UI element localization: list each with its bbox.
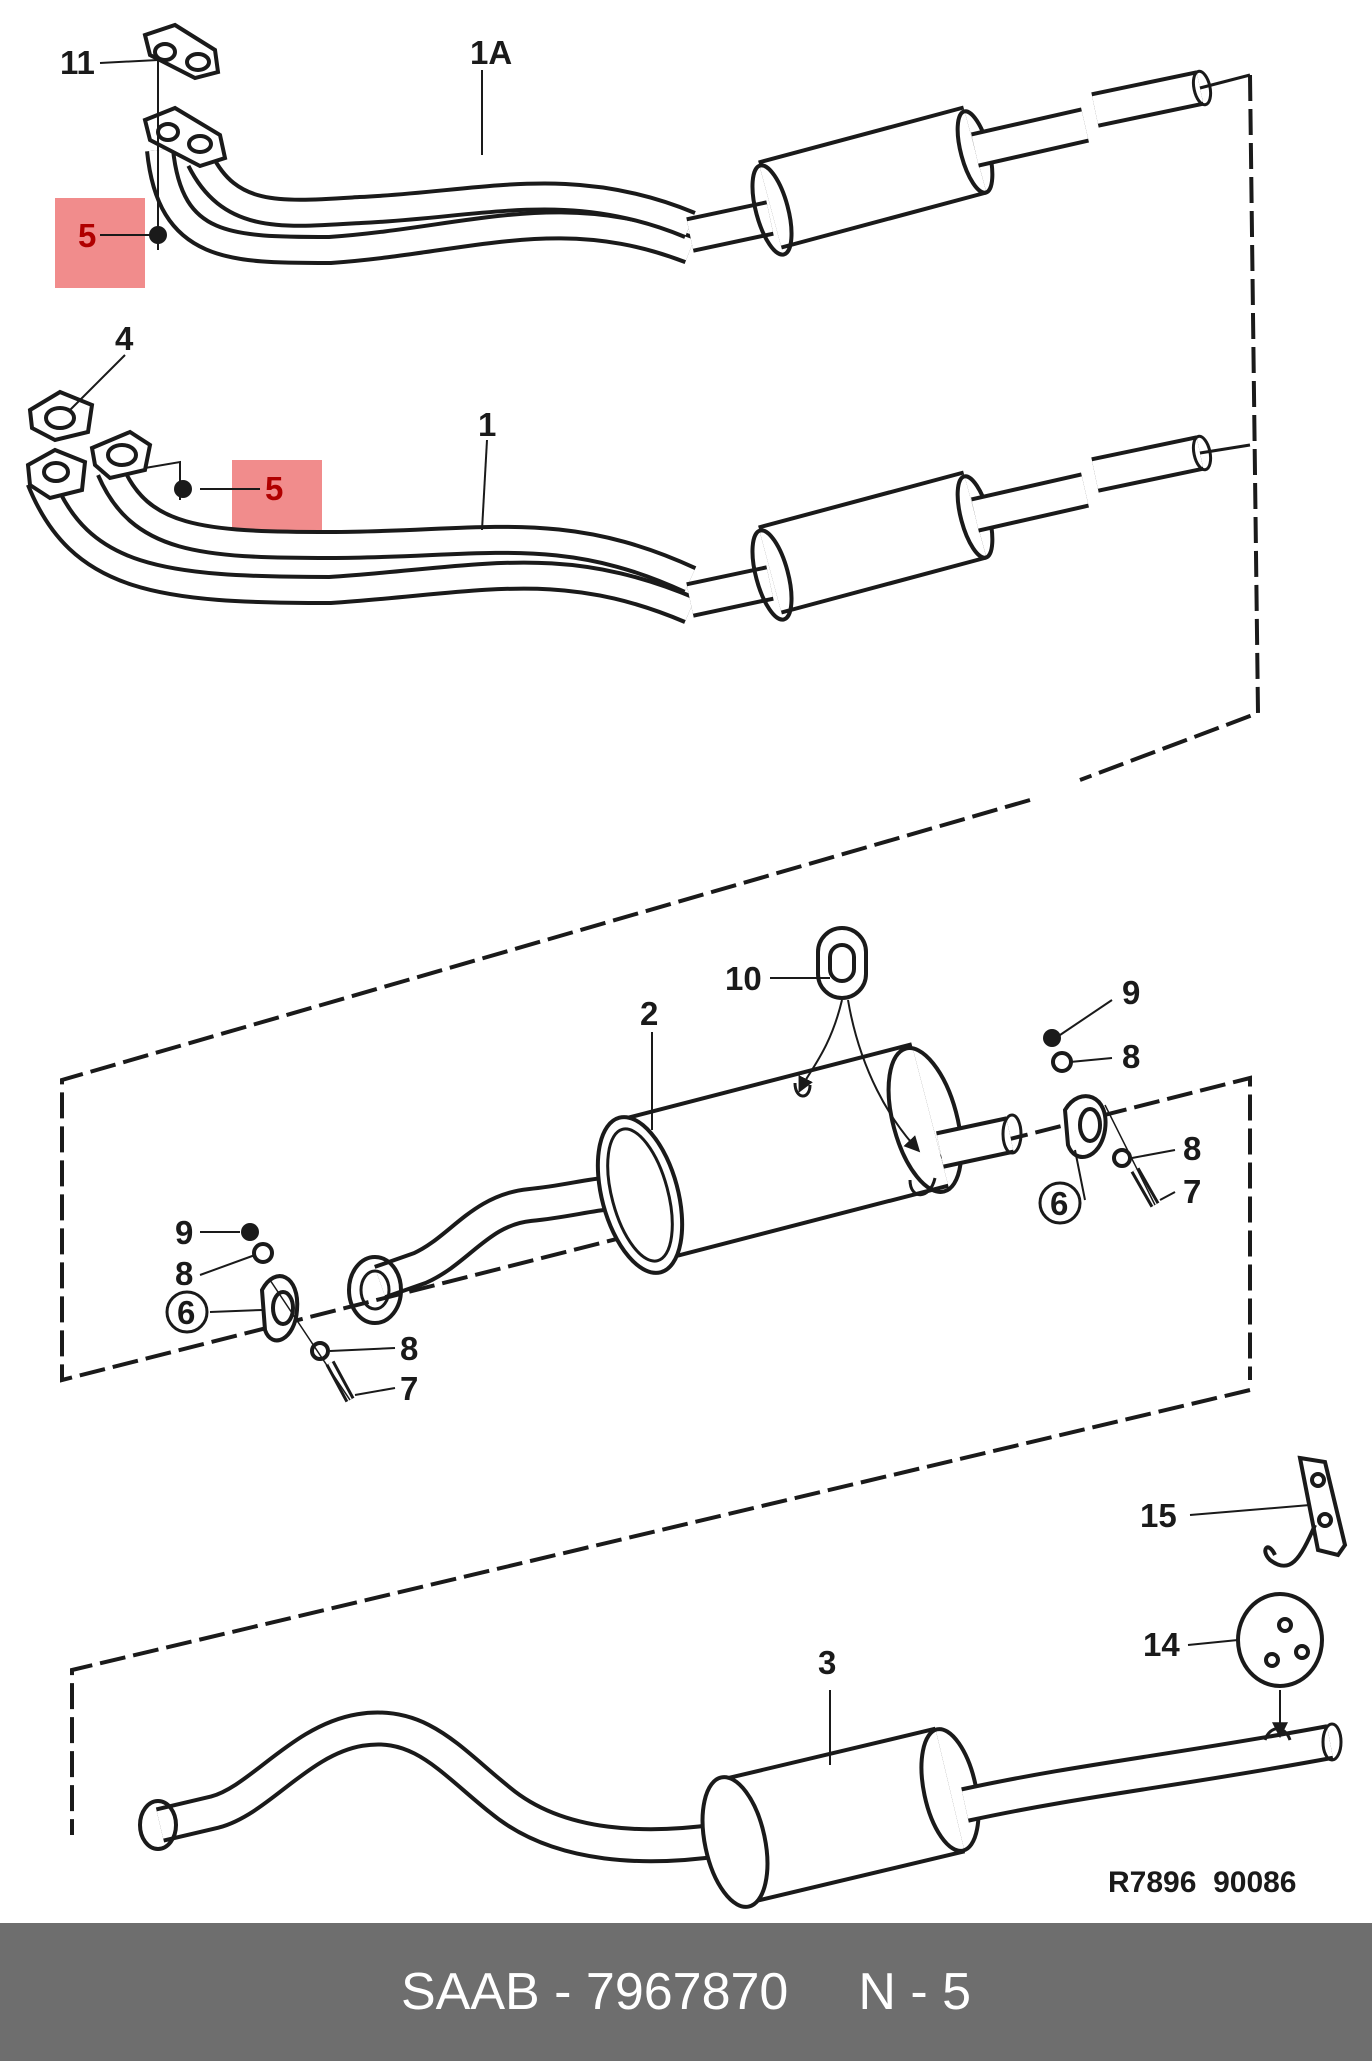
callout-14: 14 <box>1143 1626 1180 1663</box>
rear-silencer-3 <box>138 1710 1343 1909</box>
callout-9-left: 9 <box>175 1214 193 1251</box>
callout-9-right: 9 <box>1122 974 1140 1011</box>
callout-15: 15 <box>1140 1497 1177 1534</box>
nut-5-upper <box>149 226 167 244</box>
middle-silencer-2 <box>347 1042 1023 1325</box>
rubber-damper-14 <box>1236 1592 1324 1688</box>
footer-bar: SAAB - 7967870 N - 5 <box>0 1923 1372 2061</box>
callout-5-upper: 5 <box>78 217 96 254</box>
callout-8-left-upper: 8 <box>175 1255 193 1292</box>
callout-6-right-circle <box>1038 1181 1082 1225</box>
bracket-15 <box>1263 1455 1348 1568</box>
drawing-code: R7896 90086 <box>1108 1866 1297 1899</box>
rubber-mount-10 <box>816 926 868 1000</box>
callout-6-left-circle <box>165 1290 209 1334</box>
callout-5-lower: 5 <box>265 470 283 507</box>
clamp-6-left <box>259 1274 300 1343</box>
callout-8-right-lower: 8 <box>1183 1130 1201 1167</box>
callout-2: 2 <box>640 995 658 1032</box>
exhaust-system-diagram: 1A 11 5 4 1 5 10 2 9 8 8 7 6 9 8 6 8 7 1… <box>25 22 1348 1909</box>
callout-10: 10 <box>725 960 762 997</box>
callout-1A: 1A <box>470 34 512 71</box>
nut-5-lower <box>174 480 192 498</box>
flange-11 <box>142 22 228 169</box>
callout-7-right: 7 <box>1183 1173 1201 1210</box>
callout-4: 4 <box>115 320 134 357</box>
clamp-6-right <box>1062 1094 1108 1159</box>
reference-number: N - 5 <box>858 1963 972 2021</box>
highlight-part-5-upper <box>55 198 145 288</box>
assembly-outline <box>60 74 1261 1835</box>
callout-11: 11 <box>60 44 95 81</box>
callout-8-left-lower: 8 <box>400 1330 418 1367</box>
callout-6-left: 6 <box>177 1294 195 1331</box>
part-number: SAAB - 7967870 <box>400 1963 789 2021</box>
front-pipe-1 <box>26 434 1251 624</box>
callout-8-right-upper: 8 <box>1122 1038 1140 1075</box>
callout-7-left: 7 <box>400 1370 418 1407</box>
callout-1: 1 <box>478 406 496 443</box>
callout-6-right: 6 <box>1050 1185 1068 1222</box>
leader-lines <box>69 59 1311 1765</box>
callout-3: 3 <box>818 1644 836 1681</box>
front-pipe-1A <box>145 69 1251 266</box>
